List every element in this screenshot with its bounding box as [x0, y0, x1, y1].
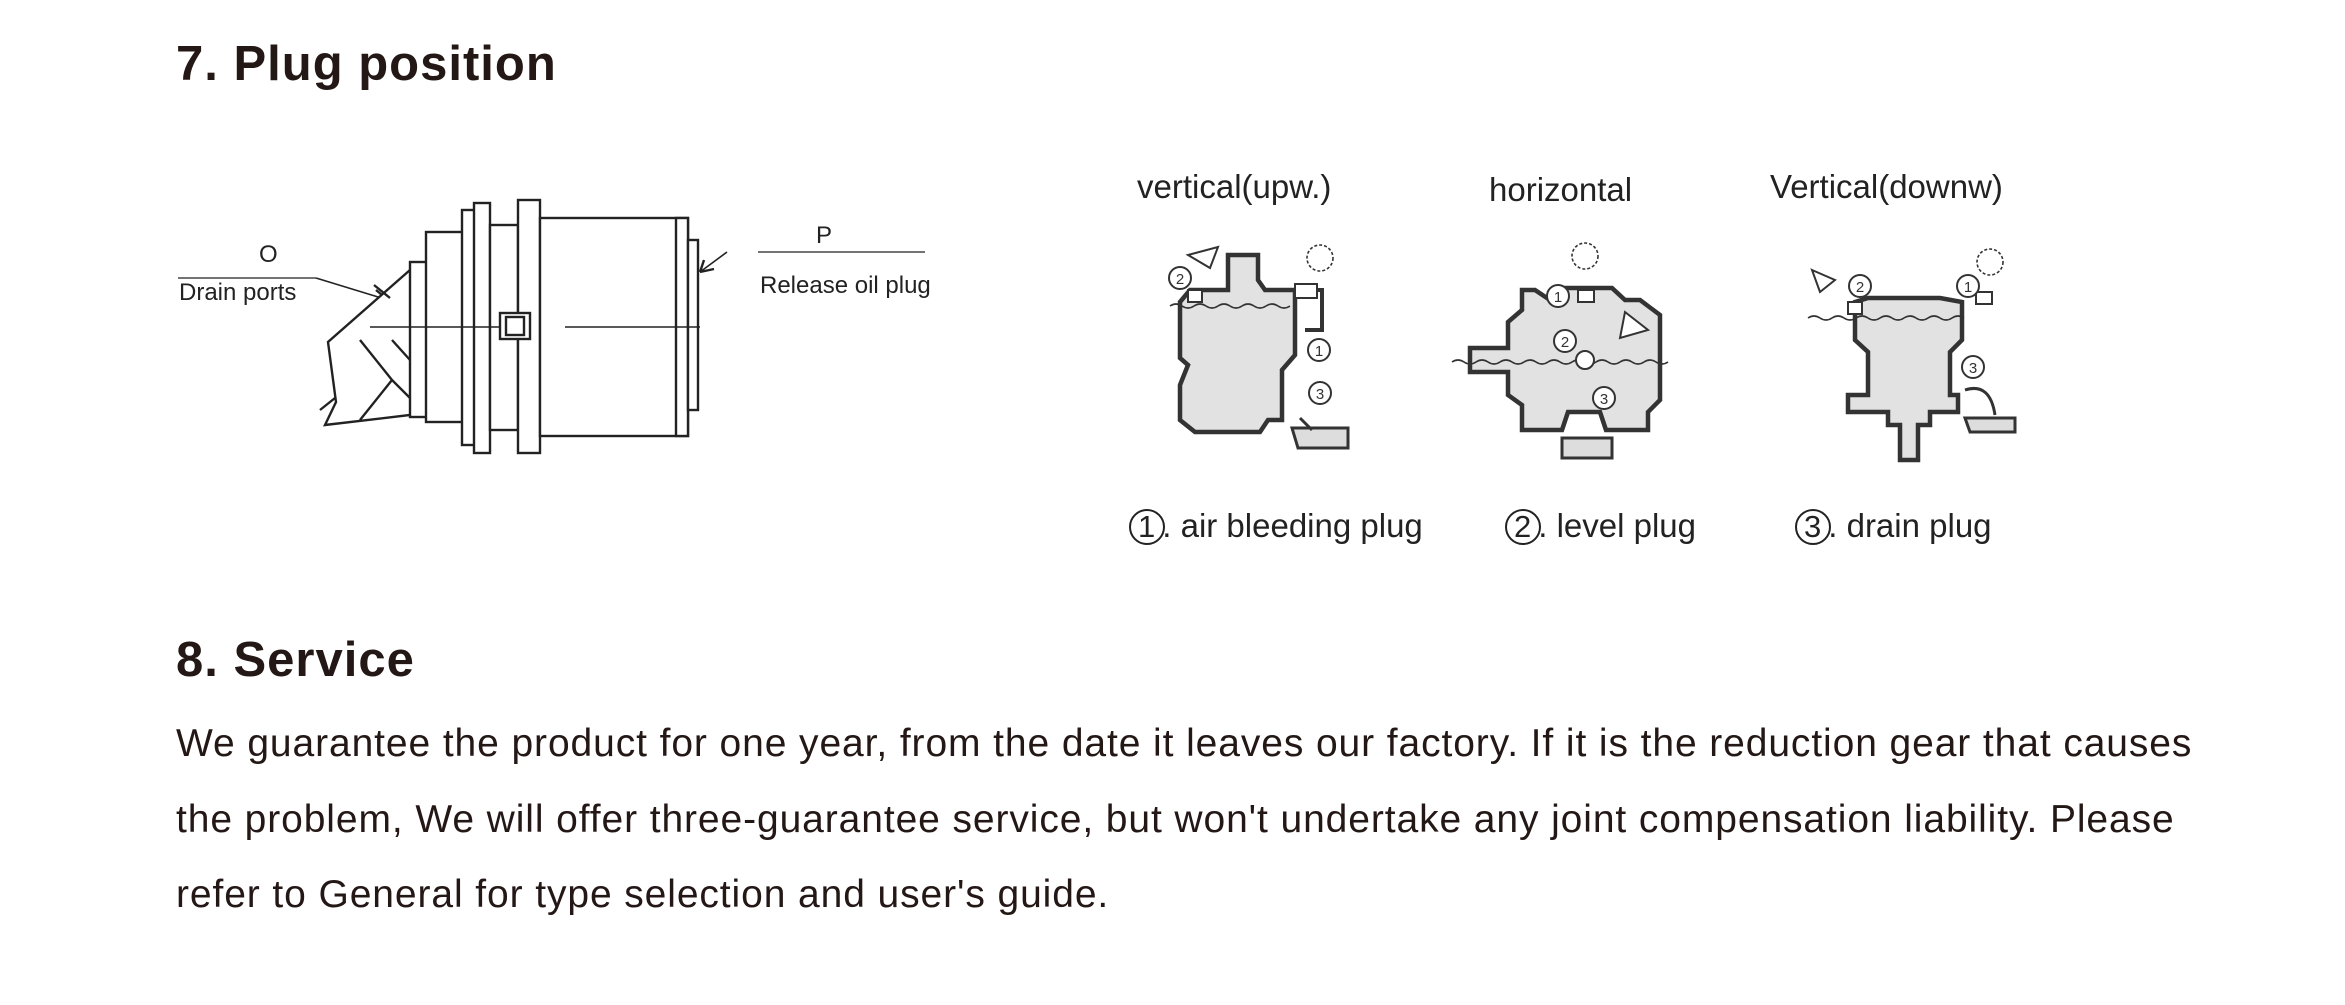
svg-text:1: 1: [1315, 343, 1323, 360]
circled-number-icon: [1129, 509, 1165, 545]
svg-text:1: 1: [1964, 279, 1972, 296]
view-label-horizontal: horizontal: [1489, 171, 1633, 208]
release-plug-letter: P: [816, 222, 833, 249]
legend-text: . air bleeding plug: [1162, 507, 1423, 544]
circled-number-icon: [1505, 509, 1541, 545]
drain-ports-label: Drain ports: [179, 279, 297, 306]
section-7-heading: 7. Plug position: [176, 37, 557, 91]
housing-vertical-upward-diagram: 2 1 3: [1168, 244, 1350, 450]
drain-port-letter: O: [259, 241, 278, 268]
svg-text:2: 2: [1561, 334, 1569, 351]
legend-number: 3: [1804, 509, 1822, 544]
housing-vertical-downward-diagram: 2 1 3: [1807, 248, 2017, 463]
hydraulic-motor-drawing: [178, 198, 925, 455]
legend-level-plug: 2. level plug: [1503, 507, 1696, 547]
legend-drain-plug: 3. drain plug: [1793, 507, 1992, 547]
legend-number: 2: [1514, 509, 1532, 544]
svg-text:2: 2: [1176, 271, 1184, 288]
release-oil-plug-label: Release oil plug: [760, 272, 931, 299]
svg-text:3: 3: [1600, 391, 1608, 408]
view-label-vertical-downward: Vertical(downw): [1770, 168, 2003, 205]
service-paragraph: We guarantee the product for one year, f…: [176, 722, 2193, 916]
section-8-heading: 8. Service: [176, 633, 415, 687]
svg-text:1: 1: [1554, 289, 1562, 306]
svg-text:3: 3: [1969, 360, 1977, 377]
legend-number: 1: [1138, 509, 1156, 544]
housing-horizontal-diagram: 1 2 3: [1451, 242, 1669, 460]
view-label-vertical-upward: vertical(upw.): [1137, 168, 1332, 205]
legend-text: . drain plug: [1828, 507, 1992, 544]
legend-text: . level plug: [1538, 507, 1697, 544]
svg-text:2: 2: [1856, 279, 1864, 296]
svg-text:3: 3: [1316, 386, 1324, 403]
legend-air-bleeding-plug: 1. air bleeding plug: [1127, 507, 1423, 547]
circled-number-icon: [1795, 509, 1831, 545]
